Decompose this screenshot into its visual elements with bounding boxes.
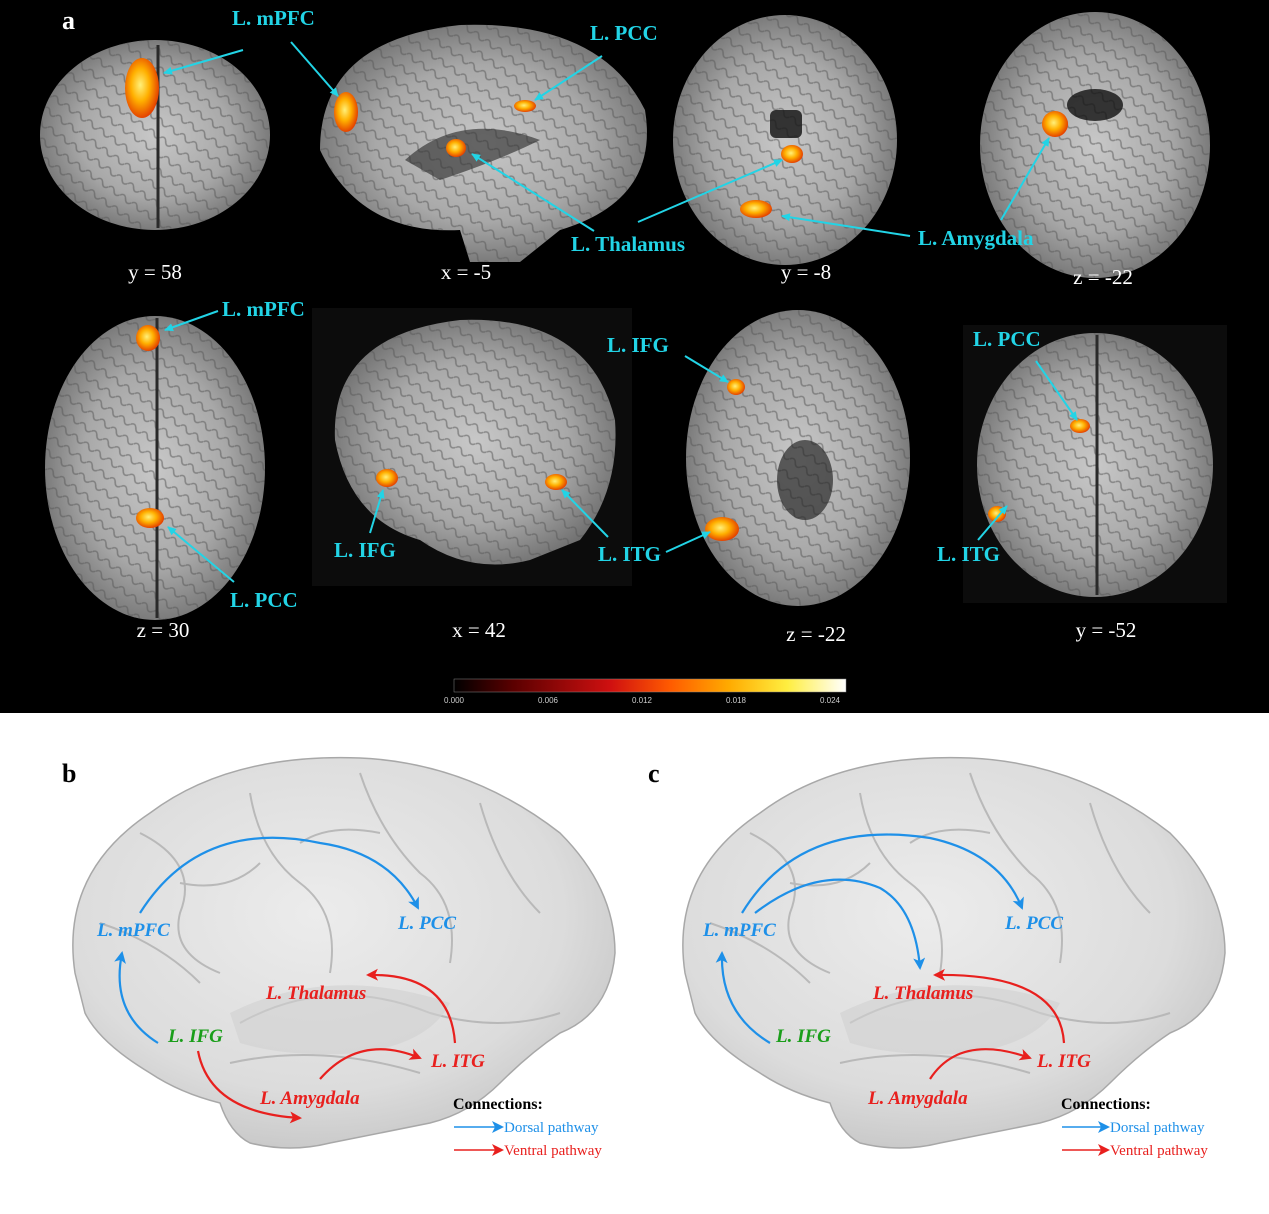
slice-coord-2: x = -5 [441,260,491,284]
c-edge-mpfc-thalamus [754,878,926,970]
c-node-pcc: L. PCC [1004,913,1063,934]
slice-z-22-top [980,12,1210,278]
b-node-mpfc: L. mPFC [96,920,170,941]
c-node-amygdala: L. Amygdala [867,1088,968,1109]
colorbar-gradient [453,678,847,693]
panel-c-letter: c [648,759,660,788]
brain-slices: L. mPFC L. PCC L. Thalamus L. Amygdala L… [40,6,1227,705]
colorbar-tick-1: 0.006 [538,696,559,705]
colorbar-tick-2: 0.012 [632,696,653,705]
colorbar-tick-3: 0.018 [726,696,747,705]
roi-label-mpfc-1: L. mPFC [232,6,315,30]
slice-coord-1: y = 58 [128,260,182,284]
c-node-itg: L. ITG [1036,1051,1091,1072]
b-edge-mpfc-pcc [139,836,419,914]
legend-b-title: Connections: [453,1096,543,1113]
c-node-mpfc: L. mPFC [702,920,776,941]
roi-label-pcc-3: L. PCC [973,327,1041,351]
connectivity-diagrams: L. mPFC L. PCC L. Thalamus L. IFG L. ITG… [72,756,1226,1159]
colorbar-tick-4: 0.024 [820,696,841,705]
slice-coord-7: z = -22 [786,622,846,646]
roi-label-ifg-2: L. IFG [607,333,669,357]
slice-x-5 [320,24,647,262]
panel-a-letter: a [62,6,75,35]
panel-b-diagram: L. mPFC L. PCC L. Thalamus L. IFG L. ITG… [72,756,616,1159]
slice-z-22-bottom [686,310,910,606]
roi-label-thalamus: L. Thalamus [571,232,685,256]
roi-label-ifg-1: L. IFG [334,538,396,562]
panel-c-diagram: L. mPFC L. PCC L. Thalamus L. IFG L. ITG… [682,756,1226,1159]
b-edge-amygdala-itg [319,1048,422,1080]
legend-c: Connections: Dorsal pathway Ventral path… [1061,1096,1208,1159]
legend-b: Connections: Dorsal pathway Ventral path… [453,1096,602,1159]
roi-label-itg-2: L. ITG [937,542,1000,566]
roi-label-itg-1: L. ITG [598,542,661,566]
slice-coord-6: x = 42 [452,618,506,642]
slice-coord-5: z = 30 [137,618,190,642]
legend-b-ventral: Ventral pathway [504,1143,602,1159]
glass-brain-b [72,756,616,1149]
legend-c-title: Connections: [1061,1096,1151,1113]
row1-arrows [163,41,1050,237]
colorbar-tick-0: 0.000 [444,696,465,705]
slice-x42 [312,308,632,586]
legend-c-dorsal: Dorsal pathway [1110,1120,1205,1136]
panels-bc: b c [0,713,1269,1214]
b-node-amygdala: L. Amygdala [259,1088,360,1109]
c-node-thalamus: L. Thalamus [872,983,973,1004]
row2-arrows [164,310,1078,583]
roi-label-pcc-1: L. PCC [590,21,658,45]
slice-y58 [40,40,270,230]
slice-y-52 [963,325,1227,603]
c-edge-mpfc-pcc [741,833,1024,914]
b-edge-ifg-amygdala [196,1050,302,1124]
b-edge-ifg-mpfc [114,951,159,1044]
c-edge-itg-thalamus [933,968,1066,1044]
c-node-ifg: L. IFG [775,1026,831,1047]
b-node-ifg: L. IFG [167,1026,223,1047]
slice-y-8 [673,15,897,265]
panel-a: a [0,0,1269,713]
legend-b-dorsal: Dorsal pathway [504,1120,599,1136]
c-edge-amygdala-itg [929,1048,1032,1080]
b-node-pcc: L. PCC [397,913,456,934]
b-node-thalamus: L. Thalamus [265,983,366,1004]
activation-mpfc [125,58,159,118]
slice-coord-4: z = -22 [1073,265,1133,289]
slice-coord-3: y = -8 [781,260,831,284]
b-edge-itg-thalamus [366,968,457,1044]
slice-coord-8: y = -52 [1076,618,1137,642]
b-node-itg: L. ITG [430,1051,485,1072]
roi-label-pcc-2: L. PCC [230,588,298,612]
slice-z30 [45,316,265,620]
colorbar: 0.000 0.006 0.012 0.018 0.024 [444,678,847,705]
c-edge-ifg-mpfc [715,951,771,1044]
glass-brain-c [682,756,1226,1149]
panel-b-letter: b [62,759,77,788]
legend-c-ventral: Ventral pathway [1110,1143,1208,1159]
roi-label-amygdala: L. Amygdala [918,226,1034,250]
roi-label-mpfc-2: L. mPFC [222,297,305,321]
